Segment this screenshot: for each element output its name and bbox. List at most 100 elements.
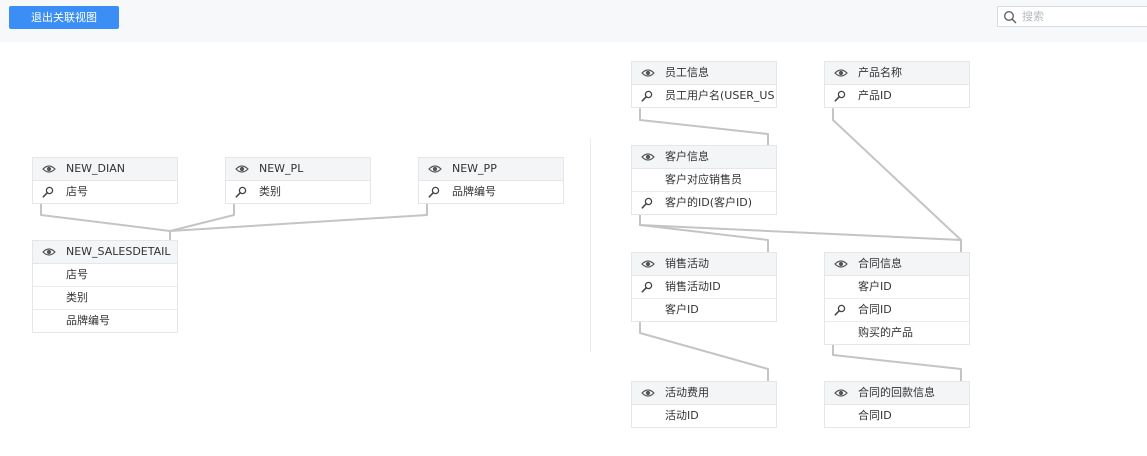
table-field[interactable]: 客户对应销售员 (632, 169, 776, 192)
table-card[interactable]: 产品名称产品ID (824, 61, 970, 108)
eye-icon[interactable] (42, 247, 56, 257)
field-name: 客户对应销售员 (665, 173, 742, 186)
table-field[interactable]: 活动ID (632, 405, 776, 427)
table-card[interactable]: 活动费用活动ID (631, 381, 777, 428)
table-field[interactable]: 客户ID (825, 276, 969, 299)
table-title: 客户信息 (665, 150, 709, 163)
eye-icon[interactable] (834, 259, 848, 269)
key-icon (428, 186, 440, 198)
key-icon (641, 197, 653, 209)
link-customer-contract (639, 214, 962, 241)
eye-icon[interactable] (641, 68, 655, 78)
table-title: 产品名称 (858, 66, 902, 79)
field-name: 类别 (66, 291, 88, 304)
exit-relation-view-button[interactable]: 退出关联视图 (9, 6, 119, 29)
table-field[interactable]: 店号 (33, 264, 177, 287)
table-header[interactable]: NEW_PP (419, 158, 563, 181)
table-field[interactable]: 店号 (33, 181, 177, 203)
table-header[interactable]: NEW_DIAN (33, 158, 177, 181)
search-box[interactable] (997, 6, 1147, 27)
field-name: 品牌编号 (452, 185, 496, 198)
table-header[interactable]: 客户信息 (632, 146, 776, 169)
field-name: 销售活动ID (665, 280, 721, 293)
table-header[interactable]: 活动费用 (632, 382, 776, 405)
link-dian-salesdetail (40, 203, 171, 243)
table-title: 活动费用 (665, 386, 709, 399)
link-employee-customer (639, 108, 769, 147)
table-title: NEW_DIAN (66, 162, 126, 175)
link-product-contract (832, 108, 962, 254)
table-card[interactable]: NEW_SALESDETAIL 店号类别品牌编号 (32, 240, 178, 333)
table-header[interactable]: 员工信息 (632, 62, 776, 85)
eye-icon[interactable] (641, 259, 655, 269)
table-header[interactable]: NEW_SALESDETAIL (33, 241, 177, 264)
table-header[interactable]: 产品名称 (825, 62, 969, 85)
field-name: 产品ID (858, 89, 892, 102)
table-field[interactable]: 客户的ID(客户ID) (632, 192, 776, 214)
table-field[interactable]: 购买的产品 (825, 322, 969, 344)
table-title: NEW_PL (259, 162, 304, 175)
field-name: 员工用户名(USER_USERNAME) (665, 89, 775, 102)
field-name: 店号 (66, 185, 88, 198)
table-field[interactable]: 合同ID (825, 299, 969, 322)
table-title: NEW_PP (452, 162, 497, 175)
field-name: 合同ID (858, 409, 892, 422)
table-field[interactable]: 品牌编号 (419, 181, 563, 203)
table-title: NEW_SALESDETAIL (66, 245, 171, 258)
table-field[interactable]: 员工用户名(USER_USERNAME) (632, 85, 776, 107)
link-pp-salesdetail (169, 203, 428, 232)
table-field[interactable]: 销售活动ID (632, 276, 776, 299)
link-pl-salesdetail (169, 203, 235, 232)
key-icon (235, 186, 247, 198)
table-field[interactable]: 合同ID (825, 405, 969, 427)
table-header[interactable]: NEW_PL (226, 158, 370, 181)
field-name: 合同ID (858, 303, 892, 316)
table-field[interactable]: 品牌编号 (33, 310, 177, 332)
toolbar: 退出关联视图 (0, 0, 1147, 42)
eye-icon[interactable] (834, 68, 848, 78)
search-icon (1003, 10, 1017, 24)
panel-divider (590, 138, 591, 352)
field-name: 客户ID (858, 280, 892, 293)
table-card[interactable]: 客户信息客户对应销售员客户的ID(客户ID) (631, 145, 777, 215)
table-card[interactable]: NEW_DIAN 店号 (32, 157, 178, 204)
field-name: 店号 (66, 268, 88, 281)
key-icon (834, 304, 846, 316)
key-icon (641, 90, 653, 102)
key-icon (42, 186, 54, 198)
table-title: 合同信息 (858, 257, 902, 270)
eye-icon[interactable] (834, 388, 848, 398)
eye-icon[interactable] (641, 152, 655, 162)
table-field[interactable]: 客户ID (632, 299, 776, 321)
eye-icon[interactable] (641, 388, 655, 398)
table-card[interactable]: NEW_PP 品牌编号 (418, 157, 564, 204)
key-icon (641, 281, 653, 293)
eye-icon[interactable] (428, 164, 442, 174)
field-name: 客户的ID(客户ID) (665, 196, 753, 209)
field-name: 活动ID (665, 409, 699, 422)
table-card[interactable]: 合同的回款信息合同ID (824, 381, 970, 428)
table-field[interactable]: 类别 (226, 181, 370, 203)
table-title: 销售活动 (665, 257, 709, 270)
link-activity-cost (639, 321, 769, 383)
key-icon (834, 90, 846, 102)
eye-icon[interactable] (42, 164, 56, 174)
table-card[interactable]: NEW_PL 类别 (225, 157, 371, 204)
table-title: 员工信息 (665, 66, 709, 79)
field-name: 类别 (259, 185, 281, 198)
link-contract-payment (832, 344, 962, 383)
table-field[interactable]: 类别 (33, 287, 177, 310)
table-header[interactable]: 合同的回款信息 (825, 382, 969, 405)
field-name: 品牌编号 (66, 314, 110, 327)
field-name: 购买的产品 (858, 326, 913, 339)
table-card[interactable]: 合同信息客户ID 合同ID 购买的产品 (824, 252, 970, 345)
table-header[interactable]: 销售活动 (632, 253, 776, 276)
table-title: 合同的回款信息 (858, 386, 935, 399)
table-card[interactable]: 销售活动销售活动ID 客户ID (631, 252, 777, 322)
search-input[interactable] (1022, 8, 1142, 25)
table-header[interactable]: 合同信息 (825, 253, 969, 276)
eye-icon[interactable] (235, 164, 249, 174)
table-field[interactable]: 产品ID (825, 85, 969, 107)
